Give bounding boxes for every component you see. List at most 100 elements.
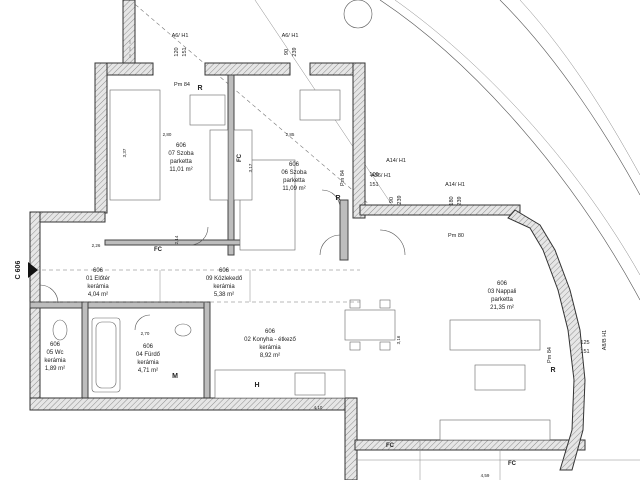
window-width: 125	[580, 340, 589, 346]
tv-unit	[439, 419, 551, 441]
curved-facade	[129, 0, 640, 301]
room-number: 606	[289, 162, 300, 168]
dimension: 4,59	[481, 473, 490, 478]
dimension: 2,70	[141, 331, 150, 336]
radiator-mark: R	[335, 195, 340, 202]
window-width: 90	[389, 197, 395, 203]
window-height: 151	[369, 182, 378, 188]
window-height: 239	[457, 196, 463, 205]
window-width: 100	[369, 172, 378, 178]
coffee-table	[474, 364, 526, 391]
room-name: 07 Szoba	[168, 151, 194, 157]
room-label-09: 606 09 Közlekedő kerámia 5,38 m²	[206, 268, 243, 298]
room-floor: kerámia	[44, 358, 66, 364]
room-floor: parketta	[170, 159, 192, 165]
window-tag-w1: A6/ H1 120 151	[172, 33, 189, 57]
dining-table	[344, 309, 396, 341]
room-floor: kerámia	[259, 345, 281, 351]
boiler-mark: M	[172, 373, 178, 380]
window-tag-w2: A6/ H1 90 239	[282, 33, 299, 57]
room-number: 606	[219, 268, 230, 274]
dimensions: 2,80 2,85 3,37 3,17 2,26 2,70 4,10 4,59 …	[92, 132, 490, 478]
room-number: 606	[176, 143, 187, 149]
room-label-06: 606 06 Szoba parketta 11,09 m²	[281, 162, 307, 192]
furniture	[35, 40, 640, 480]
room-label-02: 606 02 Konyha - étkező kerámia 8,92 m²	[244, 329, 296, 359]
fancoil-mark: FC	[386, 443, 395, 449]
room-number: 606	[50, 342, 61, 348]
window-code: A6/ H1	[172, 33, 189, 39]
room-area: 1,89 m²	[45, 366, 65, 372]
dimension: 2,14	[174, 235, 179, 244]
room-area: 11,09 m²	[282, 186, 305, 192]
radiator-mark: R	[550, 367, 555, 374]
dimension: 3,17	[248, 163, 253, 172]
dimension: 3,37	[122, 148, 127, 157]
room-floor: parketta	[491, 297, 513, 303]
window-tag-w3: A14/ H1 100 151	[369, 158, 406, 188]
room-name: 09 Közlekedő	[206, 276, 243, 282]
window-width: 120	[174, 47, 180, 56]
window-tag-w6: A8/B H1 125 151	[580, 330, 608, 355]
fancoil-mark: FC	[154, 247, 163, 253]
dimension: 3,16	[396, 335, 401, 344]
fancoil-mark: FC	[237, 153, 243, 162]
dimension: 4,10	[314, 405, 323, 410]
room-number: 606	[265, 329, 276, 335]
radiator-mark: R	[197, 85, 202, 92]
column-circle	[343, 0, 373, 29]
parapet-mark: Pm 84	[174, 82, 190, 88]
section-mark: C 606	[15, 261, 22, 280]
room-name: 02 Konyha - étkező	[244, 337, 296, 343]
fancoil-mark: FC	[508, 461, 517, 467]
room-floor: kerámia	[137, 360, 159, 366]
room-label-01: 606 01 Előtér kerámia 4,04 m²	[86, 268, 110, 298]
parapet-mark: Pm 80	[448, 233, 464, 239]
window-tag-w4: A36/ H1 90 239	[371, 173, 403, 205]
desk-06	[299, 89, 341, 121]
appliance-mark: H	[254, 382, 259, 389]
room-area: 4,71 m²	[138, 368, 158, 374]
kitchen-counter	[214, 369, 346, 399]
room-floor: parketta	[283, 178, 305, 184]
dimension: 2,80	[163, 132, 172, 137]
sofa	[449, 319, 541, 351]
parapet-mark: Pm 84	[340, 170, 346, 186]
room-number: 606	[497, 281, 508, 287]
window-height: 151	[580, 349, 589, 355]
plan-markers: Pm 84 Pm 84 Pm 84 Pm 80 R R R FC FC FC F…	[15, 82, 556, 467]
toilet	[52, 319, 68, 341]
window-code: A14/ H1	[445, 182, 465, 188]
room-floor: kerámia	[213, 284, 235, 290]
window-code: A6/ H1	[282, 33, 299, 39]
room-area: 5,38 m²	[214, 292, 234, 298]
window-height: 239	[292, 47, 298, 56]
room-name: 03 Nappali	[488, 289, 517, 295]
room-label-03: 606 03 Nappali parketta 21,35 m²	[488, 281, 517, 311]
parapet-mark: Pm 84	[547, 347, 553, 363]
dimension: 2,26	[92, 243, 101, 248]
window-code: A8/B H1	[602, 330, 608, 350]
section-arrow-icon	[28, 262, 38, 278]
room-label-04: 606 04 Fürdő kerámia 4,71 m²	[136, 344, 161, 374]
room-name: 05 Wc	[46, 350, 63, 356]
room-number: 606	[143, 344, 154, 350]
room-floor: kerámia	[87, 284, 109, 290]
window-code: A36/ H1	[371, 173, 391, 179]
dimension: 2,85	[286, 132, 295, 137]
window-width: 180	[449, 196, 455, 205]
bed-room-07	[109, 89, 161, 201]
room-area: 11,01 m²	[169, 167, 192, 173]
room-label-05: 606 05 Wc kerámia 1,89 m²	[44, 342, 66, 372]
room-area: 21,35 m²	[490, 305, 514, 311]
room-name: 06 Szoba	[281, 170, 307, 176]
walls	[29, 0, 586, 480]
window-height: 151	[182, 47, 188, 56]
room-number: 606	[93, 268, 104, 274]
desk-07	[189, 94, 226, 126]
room-area: 8,92 m²	[260, 353, 280, 359]
window-height: 239	[397, 195, 403, 204]
window-code: A14/ H1	[386, 158, 406, 164]
room-label-07: 606 07 Szoba parketta 11,01 m²	[168, 143, 194, 173]
